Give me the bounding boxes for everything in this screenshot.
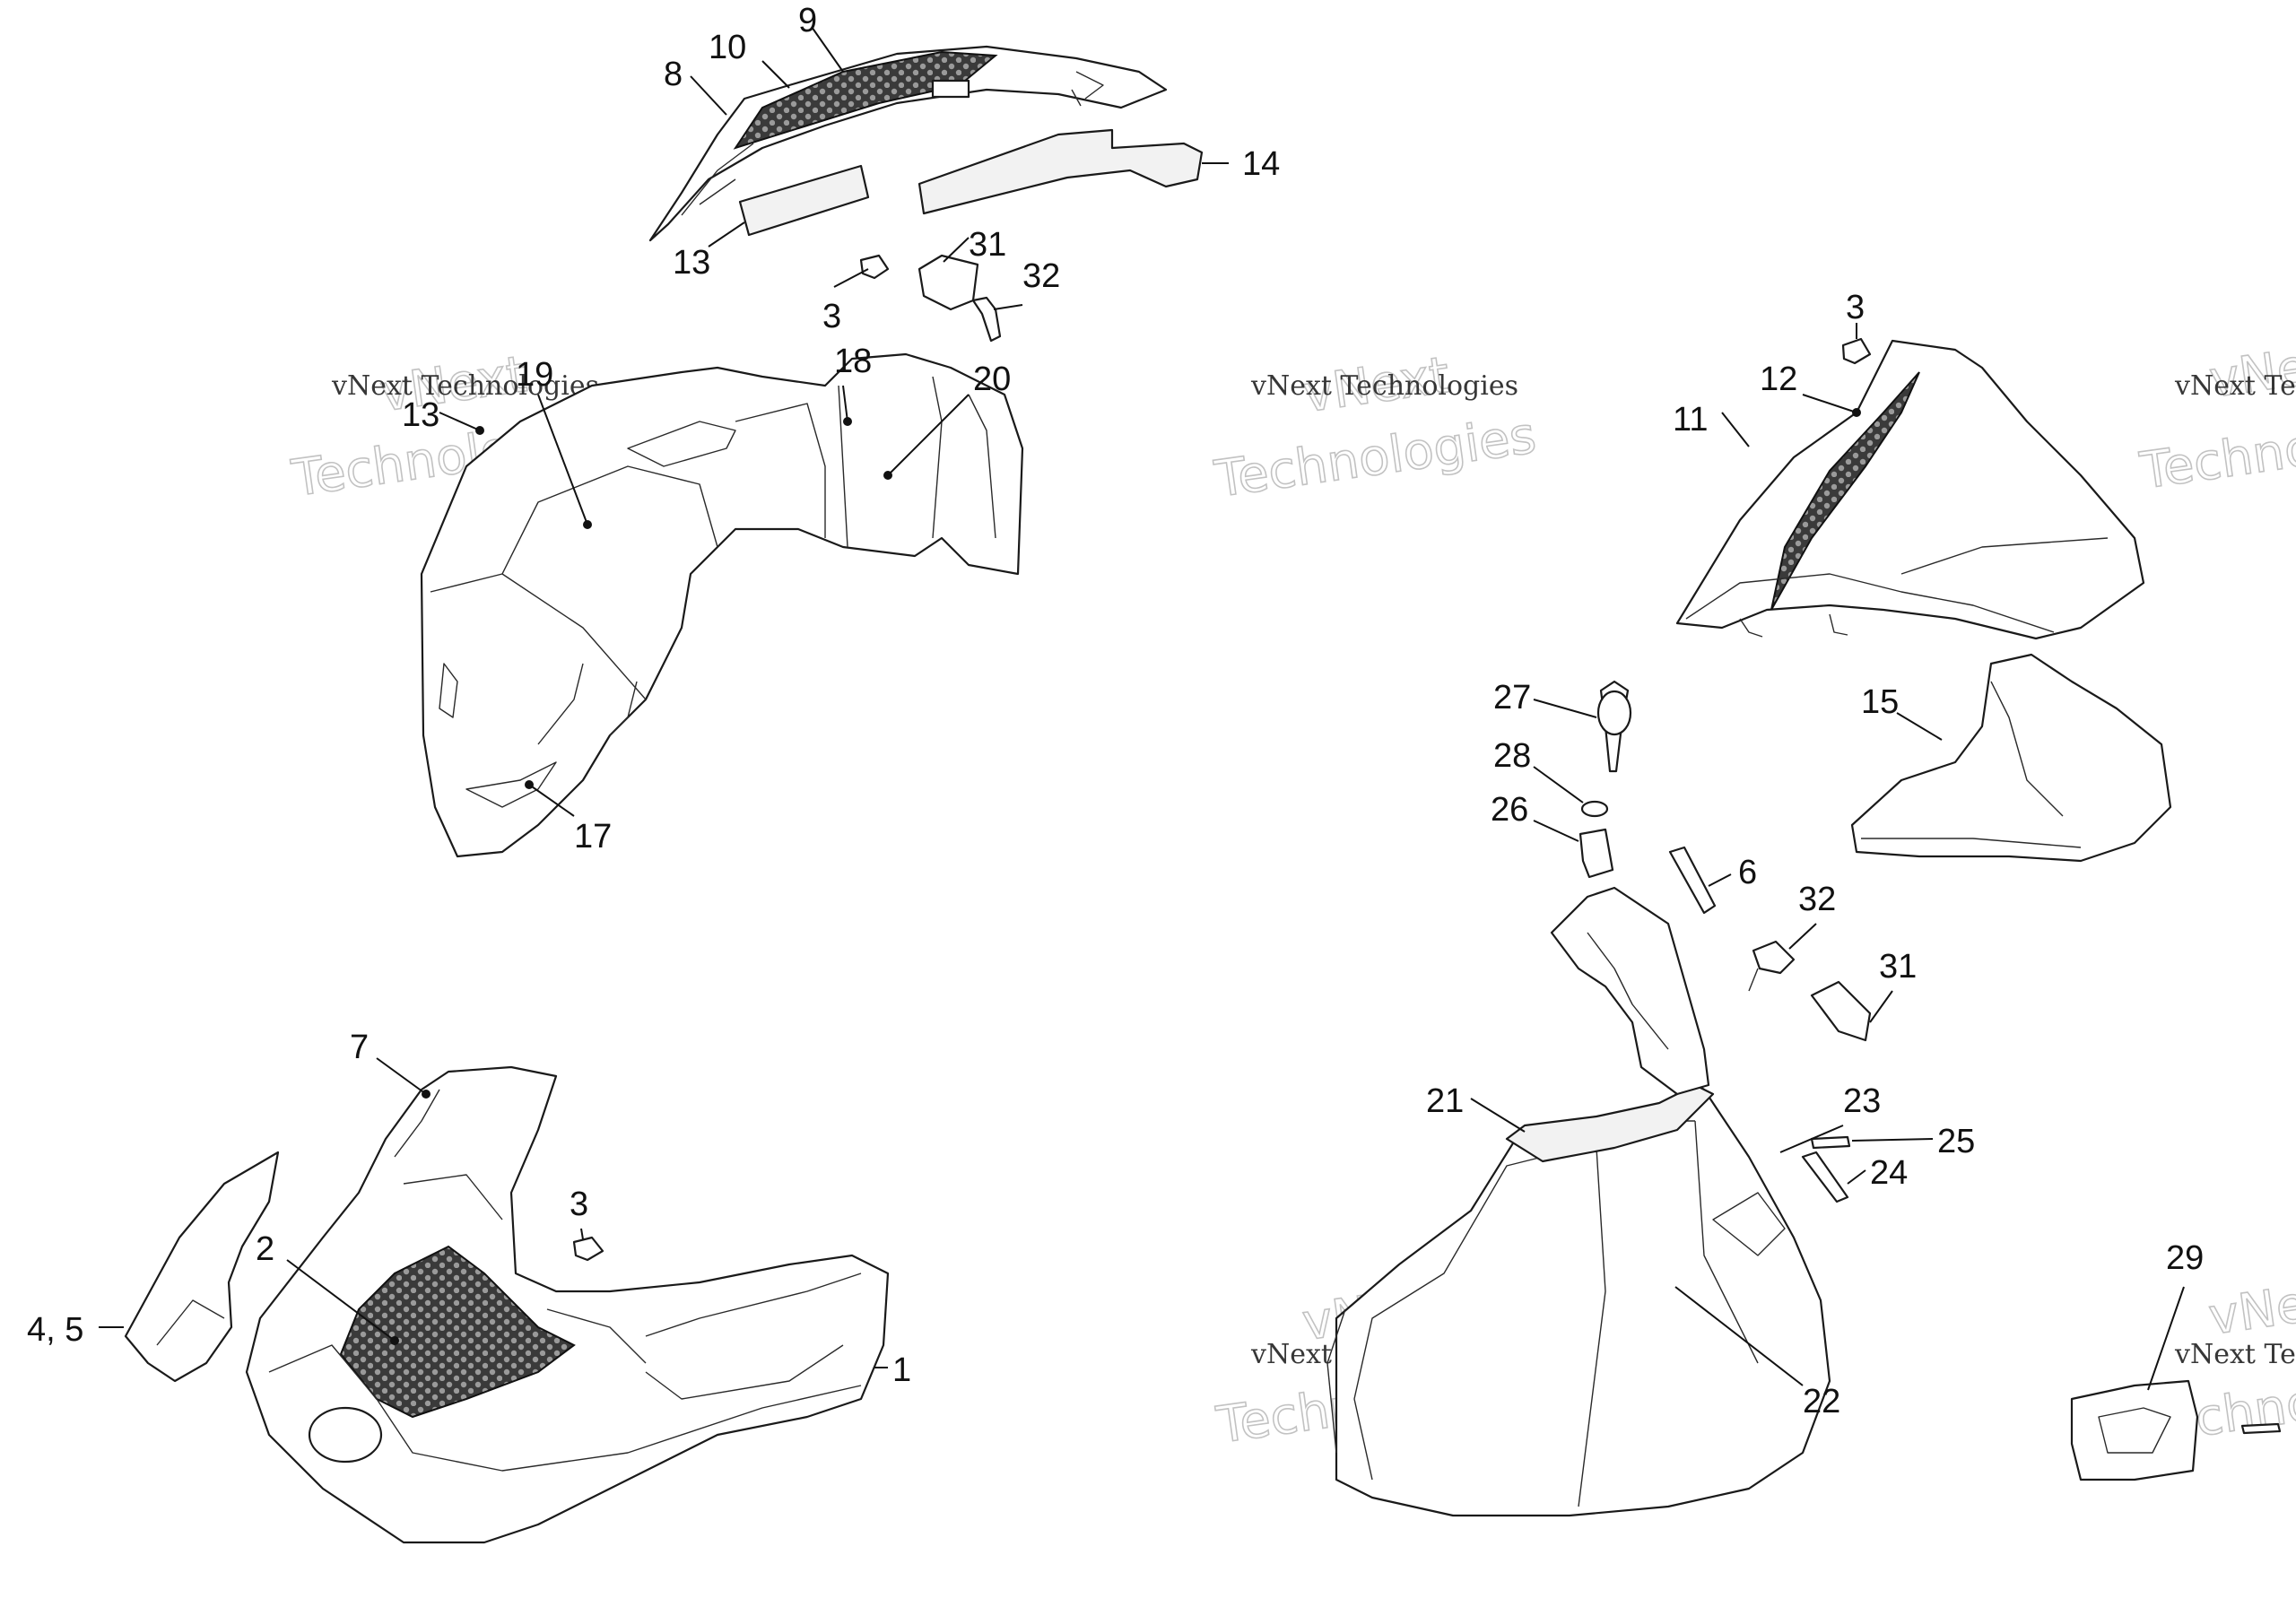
part-24	[1801, 1151, 1849, 1203]
part-32-top	[971, 296, 1002, 343]
callout-3: 3	[570, 1186, 588, 1223]
callout-13: 13	[402, 396, 439, 434]
key-ring	[1596, 690, 1632, 736]
clip-3-left	[572, 1236, 604, 1262]
part-32-right	[1752, 940, 1796, 975]
callout-3-top: 3	[822, 298, 841, 335]
part-26	[1578, 828, 1614, 879]
svg-text:vNext Technologies: vNext Technologies	[2174, 370, 2296, 402]
part-31-top	[918, 254, 979, 311]
callout-12: 12	[1760, 360, 1797, 398]
callout-32-top: 32	[1022, 257, 1060, 295]
callout-32-right: 32	[1798, 881, 1836, 918]
watermark-top-right: vNext Technologies vNext Technologies	[2135, 331, 2296, 502]
part-25	[1810, 1135, 1851, 1150]
callout-26: 26	[1491, 791, 1528, 829]
visor-assembly	[648, 45, 1168, 242]
callout-28: 28	[1493, 737, 1531, 775]
dash-bracket	[1550, 886, 1710, 1096]
hood-22	[1335, 1074, 1831, 1517]
part-31-right	[1810, 980, 1872, 1042]
part-6	[1668, 846, 1717, 915]
callout-25: 25	[1937, 1123, 1975, 1160]
callout-27: 27	[1493, 679, 1531, 717]
svg-text:Technologies: Technologies	[1211, 406, 1539, 509]
headlight	[308, 1406, 383, 1464]
panel-15	[1850, 653, 2172, 863]
visor-mesh	[733, 50, 998, 150]
svg-text:Technologies: Technologies	[2136, 398, 2296, 501]
callout-10: 10	[709, 29, 746, 66]
svg-text:vNext Technologies: vNext Technologies	[2174, 1339, 2296, 1370]
leader-lines	[99, 26, 2185, 1391]
watermark-top-center: vNext Technologies vNext Technologies	[1210, 345, 1540, 509]
visor-clip	[931, 79, 970, 99]
panel-12-mesh	[1770, 371, 1920, 611]
callout-29: 29	[2166, 1239, 2204, 1277]
lower-side-hood	[1326, 1074, 1831, 1517]
callout-15: 15	[1861, 683, 1899, 721]
callout-17: 17	[574, 818, 612, 856]
callout-13-top: 13	[673, 244, 710, 282]
bolt-29	[2240, 1422, 2282, 1435]
callout-2: 2	[256, 1230, 274, 1268]
upper-hood	[420, 352, 1024, 858]
upper-hood-body	[420, 352, 1024, 858]
visor-panel	[648, 45, 1168, 242]
svg-text:vNext: vNext	[2205, 1269, 2296, 1347]
callout-14: 14	[1242, 145, 1280, 183]
clip-3-right	[1841, 337, 1872, 365]
callout-23: 23	[1843, 1082, 1881, 1120]
callout-22: 22	[1803, 1383, 1840, 1420]
hood-21-trim	[1505, 1083, 1715, 1163]
callout-6: 6	[1738, 854, 1757, 891]
svg-text:vNext Technologies: vNext Technologies	[1250, 370, 1518, 402]
right-upper-panel	[1675, 339, 2145, 640]
callout-1: 1	[892, 1351, 911, 1389]
callout-18: 18	[834, 343, 872, 380]
svg-text:vNext Technologies: vNext Technologies	[331, 370, 599, 402]
callout-7: 7	[350, 1029, 369, 1066]
clip-3-top	[859, 254, 890, 280]
hood-2-mesh	[339, 1245, 576, 1419]
callout-labels: 1 2 3 4, 5 7 8 9 10 13 14 3 31 32 18 19 …	[27, 2, 2204, 1420]
callout-9: 9	[798, 2, 817, 39]
callout-24: 24	[1870, 1154, 1908, 1192]
part-4-5	[124, 1151, 280, 1383]
hood-1	[245, 1065, 890, 1544]
callout-4-5: 4, 5	[27, 1311, 83, 1349]
part-14	[918, 128, 1204, 215]
lower-front-hood	[245, 1065, 890, 1544]
callout-31-top: 31	[969, 226, 1006, 264]
callout-19: 19	[516, 356, 553, 394]
callout-31-right: 31	[1879, 948, 1917, 986]
part-28-washer	[1580, 800, 1609, 818]
part-13-top	[738, 164, 870, 237]
callout-21: 21	[1426, 1082, 1464, 1120]
callout-3-right: 3	[1846, 289, 1865, 326]
callout-11: 11	[1673, 401, 1708, 439]
part-29	[2070, 1379, 2199, 1481]
callout-20: 20	[973, 360, 1011, 398]
callout-8: 8	[664, 56, 683, 93]
